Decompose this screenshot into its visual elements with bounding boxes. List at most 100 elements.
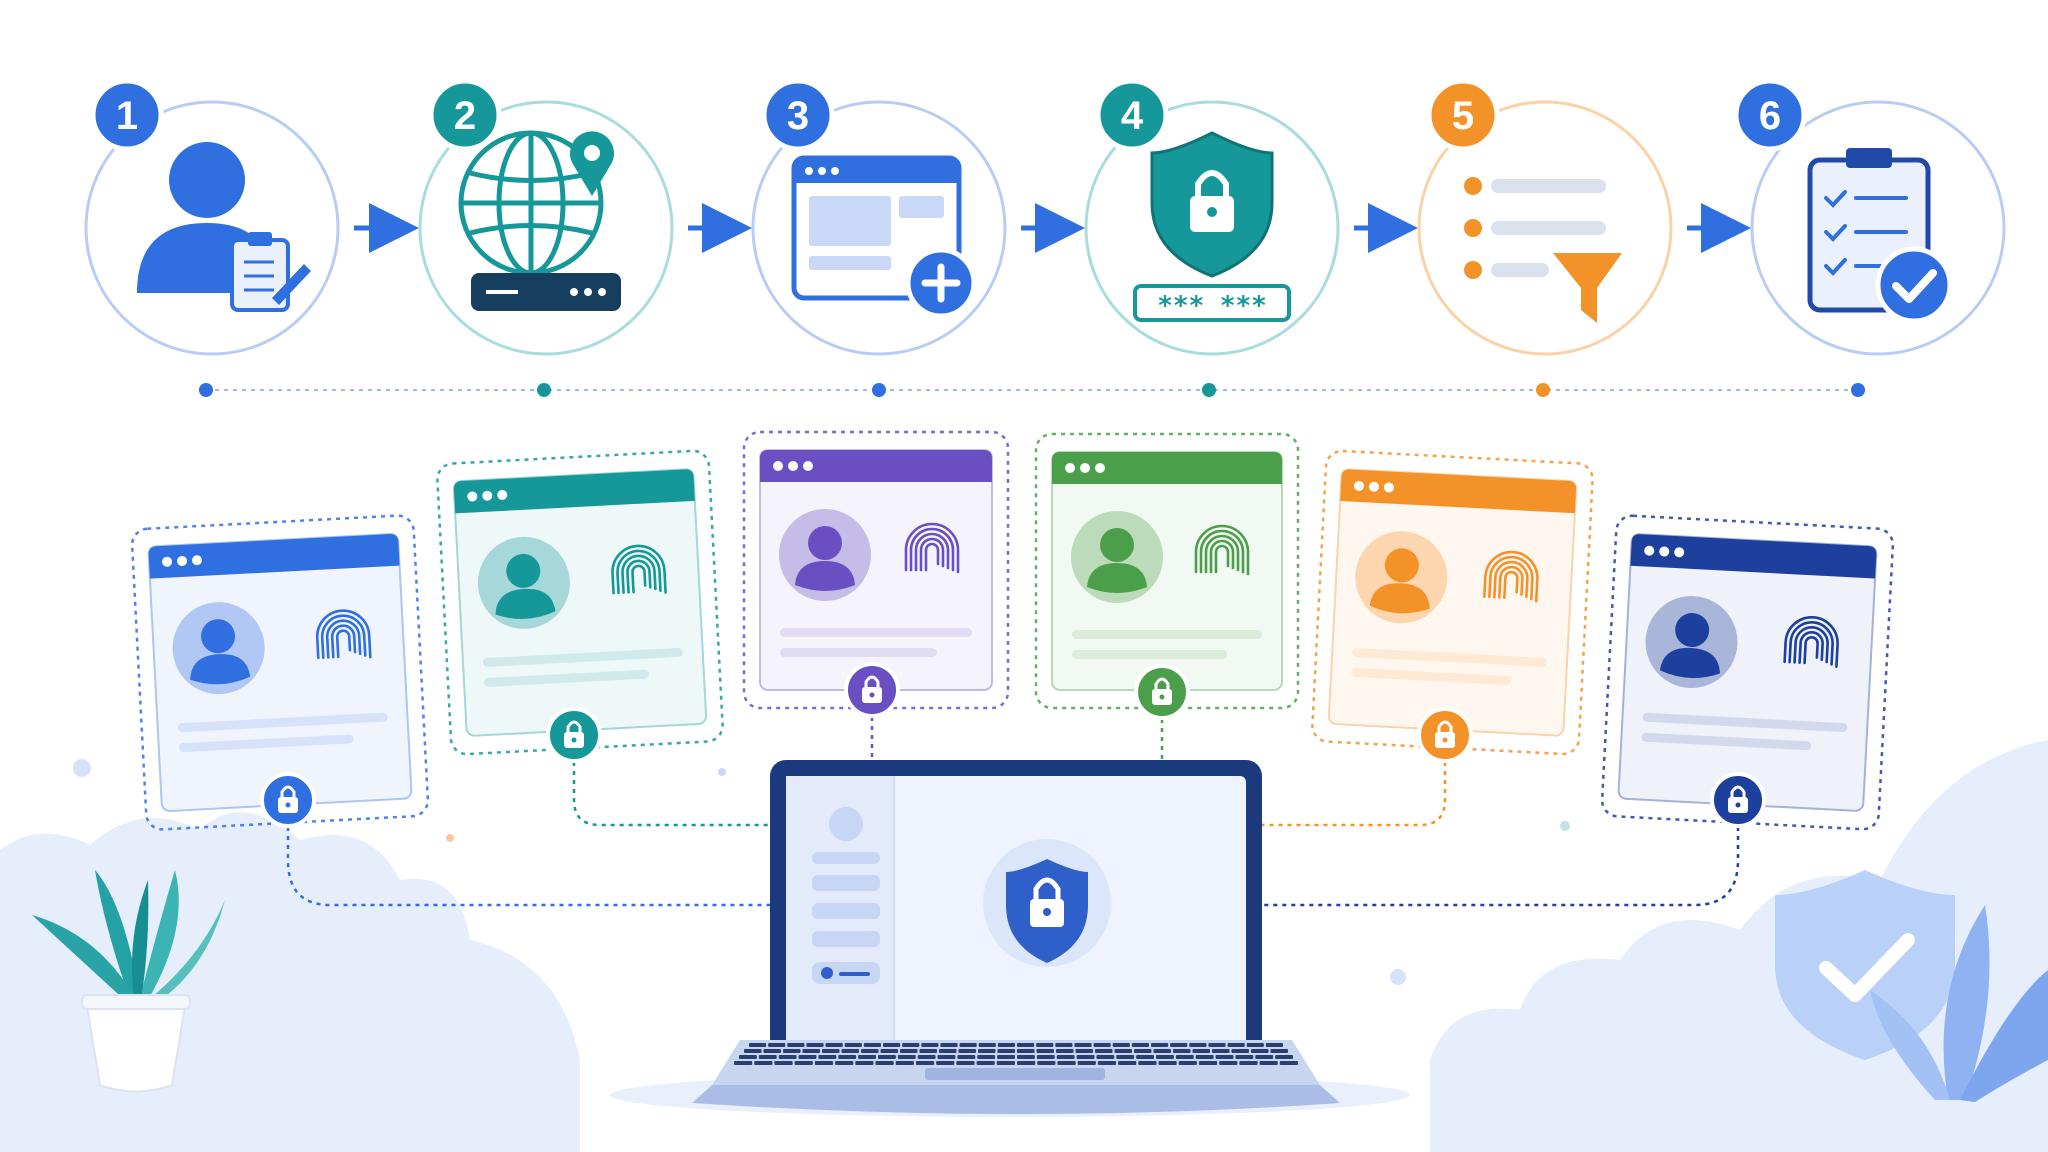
step-1: 1 <box>84 78 340 356</box>
window-dot <box>1644 545 1655 556</box>
profile-connector <box>1262 735 1447 827</box>
profile-text-line <box>1072 650 1227 659</box>
cloud-right <box>1430 740 2048 1152</box>
decor-dot <box>1390 969 1406 985</box>
timeline-dot <box>1536 383 1550 397</box>
timeline <box>199 383 1865 397</box>
lock-icon <box>260 772 316 828</box>
step-6: 6 <box>1733 78 2006 356</box>
fingerprint-icon <box>904 522 960 574</box>
profile-text-line <box>178 734 354 753</box>
window-dot <box>497 489 508 500</box>
profile-text-line <box>1351 668 1511 685</box>
checklist-check-icon <box>1807 148 1953 324</box>
decor-dot <box>1560 821 1570 831</box>
decor-leaves <box>1870 905 2048 1102</box>
step-badge <box>428 78 502 152</box>
screen-menu-item <box>812 931 880 947</box>
shield-check-icon <box>1775 870 1955 1060</box>
user-clipboard-icon <box>137 142 311 312</box>
profile-window-6 <box>1600 514 1895 831</box>
profile-connector <box>572 735 770 827</box>
window-dot <box>1095 463 1105 473</box>
laptop-keyboard <box>734 1043 1298 1065</box>
shield-lock-icon <box>1006 859 1088 963</box>
window-dot <box>482 490 493 501</box>
profile-windows <box>130 430 1895 831</box>
profile-dashed-outline <box>1311 449 1594 756</box>
window-dot <box>1674 547 1685 558</box>
profile-window-2 <box>436 449 724 756</box>
profile-window-4 <box>1034 432 1300 710</box>
step-badge <box>1426 78 1500 152</box>
screen-avatar <box>829 807 863 841</box>
window-dot <box>162 556 173 567</box>
window-dot <box>788 461 798 471</box>
timeline-dot <box>872 383 886 397</box>
profile-window-titlebar <box>148 534 400 579</box>
fingerprint-icon <box>315 609 372 660</box>
lock-icon <box>1710 772 1766 828</box>
window-dot <box>1065 463 1075 473</box>
fingerprint-icon <box>1194 524 1250 576</box>
screen-menu-item <box>812 903 880 919</box>
timeline-dot <box>199 383 213 397</box>
profile-text-line <box>177 712 388 733</box>
step-3: 3 <box>751 78 1007 356</box>
potted-plant <box>32 870 225 1093</box>
lock-icon <box>1417 707 1473 763</box>
profile-text-line <box>780 648 937 657</box>
steps-row: 1 2 3 *** *** 4 5 6 <box>84 78 2006 356</box>
step-badge <box>1095 78 1169 152</box>
profile-text-line <box>483 647 683 667</box>
step-number: 5 <box>1452 94 1474 138</box>
lock-icon <box>546 707 602 763</box>
laptop <box>692 760 1340 1114</box>
window-dot <box>467 491 478 502</box>
window-dot <box>803 461 813 471</box>
profile-window-1 <box>130 514 430 831</box>
step-badge <box>761 78 835 152</box>
step-badge <box>1733 78 1807 152</box>
step-number: 2 <box>454 94 476 138</box>
step-number: 1 <box>116 94 138 138</box>
shield-password-icon: *** *** <box>1133 131 1291 322</box>
step-2: 2 <box>418 78 674 356</box>
profile-window-titlebar <box>1052 452 1282 484</box>
list-filter-icon <box>1464 177 1622 323</box>
laptop-base <box>692 1085 1340 1114</box>
window-dot <box>773 461 783 471</box>
profile-text-line <box>1072 630 1262 639</box>
profile-connector <box>1262 800 1740 907</box>
window-dot <box>1368 481 1379 492</box>
profile-text-line <box>1642 712 1848 733</box>
timeline-dot <box>1202 383 1216 397</box>
step-badge <box>90 78 164 152</box>
step-number: 4 <box>1121 94 1144 138</box>
window-dot <box>177 555 188 566</box>
screen-menu-item <box>812 875 880 891</box>
step-5: 5 <box>1417 78 1673 356</box>
fingerprint-icon <box>611 544 667 595</box>
laptop-trackpad <box>925 1068 1105 1080</box>
profile-window-titlebar <box>453 469 695 514</box>
profile-window-titlebar <box>1630 534 1877 579</box>
globe-router-icon <box>458 130 621 311</box>
step-4: *** *** 4 <box>1084 78 1340 356</box>
lock-icon <box>844 662 900 718</box>
profile-text-line <box>1352 648 1547 667</box>
decor-dot <box>73 759 91 777</box>
profile-window-titlebar <box>1340 469 1577 514</box>
window-dot <box>192 555 203 566</box>
window-dot <box>1080 463 1090 473</box>
decor-dot <box>446 834 454 842</box>
window-dot <box>1353 480 1364 491</box>
window-dot <box>1383 482 1394 493</box>
step-number: 6 <box>1759 94 1781 138</box>
password-field-text: *** *** <box>1157 291 1267 321</box>
profile-text-line <box>780 628 972 637</box>
profile-connector <box>286 800 770 907</box>
timeline-dot <box>1851 383 1865 397</box>
cloud-left <box>0 812 580 1152</box>
